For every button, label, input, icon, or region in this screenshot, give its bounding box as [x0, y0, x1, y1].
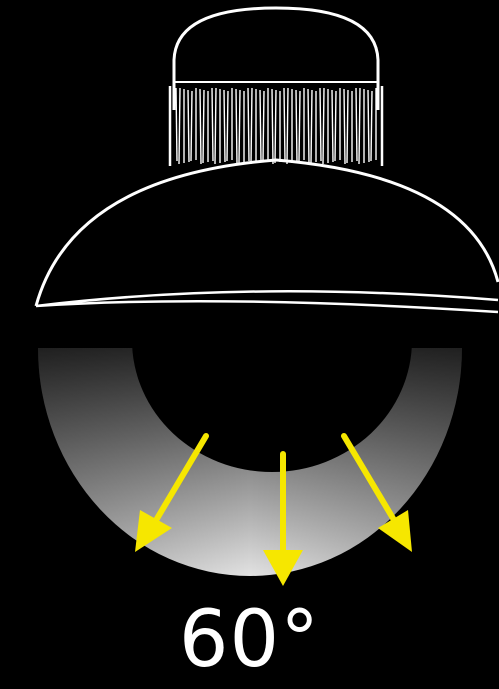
lamp-rim [36, 291, 498, 312]
heatsink-fin [356, 88, 357, 161]
heatsink-fin [176, 88, 177, 161]
heatsink-fin [260, 90, 261, 162]
heatsink-fin [287, 88, 288, 164]
heatsink-fin [371, 91, 372, 161]
heatsink-fin [236, 89, 237, 164]
heatsink-fin [263, 91, 264, 161]
heatsink-fin [296, 90, 297, 162]
heatsink-fin [344, 89, 345, 164]
lamp-shade [36, 160, 498, 306]
beam-angle-label: 60° [0, 600, 499, 680]
heatsink-fin [272, 89, 273, 164]
heatsink-fin [332, 90, 333, 162]
heatsink-fin [239, 90, 240, 163]
heatsink-fin [311, 90, 312, 163]
heatsink-fin [368, 90, 369, 162]
heatsink-fin [212, 88, 213, 161]
heatsink-fin [308, 89, 309, 164]
heatsink-fin [203, 90, 204, 163]
heatsink-fin [284, 88, 285, 161]
heatsink-fin [227, 91, 228, 161]
heatsink-fin [299, 91, 300, 161]
heatsink-fin [191, 91, 192, 161]
heatsink-fin [359, 88, 360, 164]
heatsink-fin [224, 90, 225, 162]
heatsink-fin [275, 90, 276, 163]
heatsink-fin [347, 90, 348, 163]
heatsink-fin [215, 88, 216, 164]
heatsink-fin [323, 88, 324, 164]
lamp-outline [36, 8, 498, 312]
heatsink-fin [200, 89, 201, 164]
heatsink-fin [179, 88, 180, 164]
heatsink-fins [176, 88, 376, 164]
heatsink-fin [251, 88, 252, 164]
heatsink-fin [335, 91, 336, 161]
heatsink-fin [188, 90, 189, 162]
heatsink-fin [248, 88, 249, 161]
heatsink-fin [320, 88, 321, 161]
